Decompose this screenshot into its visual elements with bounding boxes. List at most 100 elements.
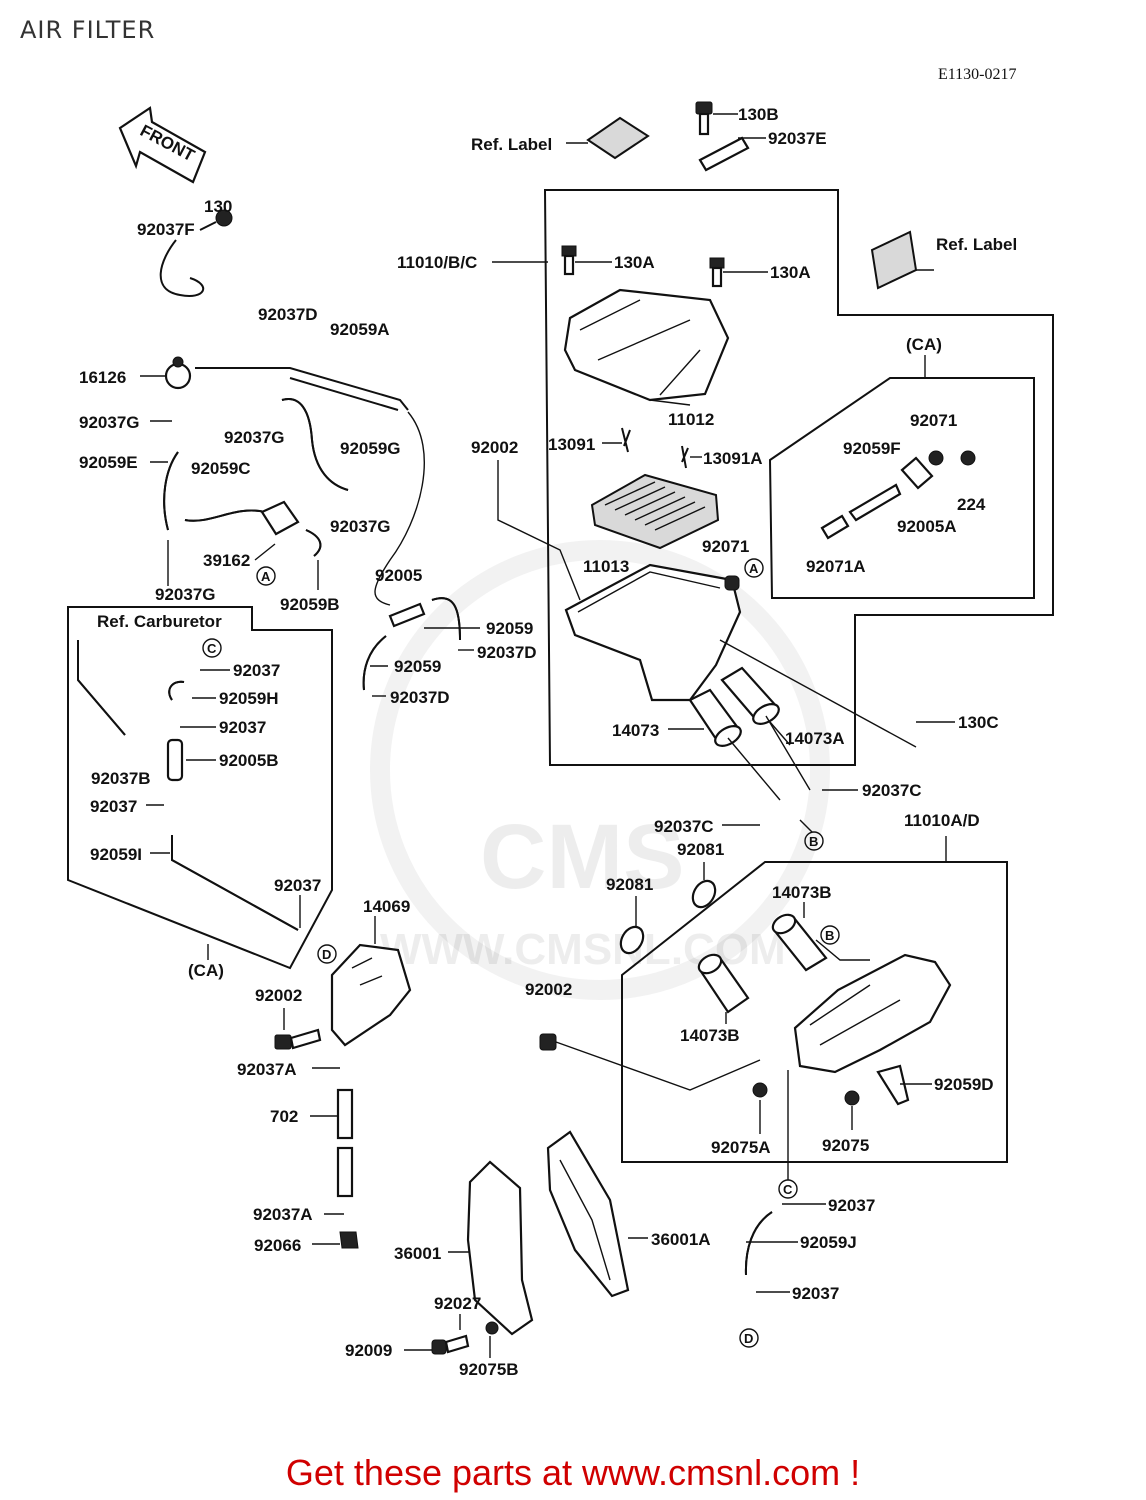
cover-11012-icon <box>561 245 730 402</box>
label-92037-6: 92037 <box>792 1284 839 1303</box>
label-92027: 92027 <box>434 1294 481 1313</box>
hose-92059g-icon <box>281 398 349 491</box>
duct-14073b-upper-icon <box>771 913 828 972</box>
callout-c-2: C <box>778 1179 798 1199</box>
label-92066: 92066 <box>254 1236 301 1255</box>
bolt-130-icon <box>199 209 233 231</box>
callout-b-2: B <box>820 925 840 945</box>
fitting-92059d-icon <box>876 1064 910 1106</box>
label-130b: 130B <box>738 105 779 124</box>
clip-13091-icon <box>621 427 631 453</box>
label-13091a: 13091A <box>703 449 763 468</box>
label-92005b: 92005B <box>219 751 279 770</box>
ref-label-sticker-top <box>586 116 650 160</box>
label-92075a: 92075A <box>711 1138 771 1157</box>
clip-13091a-icon <box>681 445 689 469</box>
page-title: AIR FILTER <box>20 16 156 44</box>
bolt-130b-icon <box>695 101 713 136</box>
label-13091: 13091 <box>548 435 595 454</box>
label-14069: 14069 <box>363 897 410 916</box>
cover-36001a-icon <box>546 1130 630 1298</box>
svg-text:A: A <box>749 561 759 576</box>
label-14073b-1: 14073B <box>772 883 832 902</box>
label-92037-1: 92037 <box>233 661 280 680</box>
label-92037d-2: 92037D <box>477 643 537 662</box>
fitting-92005a-icon <box>820 450 976 540</box>
label-224: 224 <box>957 495 986 514</box>
ca-label-right: (CA) <box>906 335 942 354</box>
label-14073: 14073 <box>612 721 659 740</box>
part-labels: 130B 92037E Ref. Label Ref. Label 130 92… <box>79 105 1017 1379</box>
duct-14073a-icon <box>720 666 780 725</box>
label-ref-label-top: Ref. Label <box>471 135 552 154</box>
label-92002-left: 92002 <box>255 986 302 1005</box>
carburetor-box <box>67 606 333 970</box>
hose-92059a-icon <box>195 367 409 411</box>
label-92037c-2: 92037C <box>654 817 714 836</box>
ca-right-box <box>768 377 1035 599</box>
valve-16126-icon <box>164 356 192 390</box>
duct-14073-icon <box>688 688 742 747</box>
lower-housing-box <box>621 861 1008 1163</box>
label-92037f: 92037F <box>137 220 195 239</box>
label-92071-top: 92071 <box>910 411 957 430</box>
label-130: 130 <box>204 197 232 216</box>
label-92071-mid: 92071 <box>702 537 749 556</box>
label-130c: 130C <box>958 713 999 732</box>
front-arrow: FRONT <box>118 106 207 184</box>
label-92037e: 92037E <box>768 129 827 148</box>
label-92059a: 92059A <box>330 320 390 339</box>
label-92059b: 92059B <box>280 595 340 614</box>
label-92009: 92009 <box>345 1341 392 1360</box>
callout-a-2: A <box>744 558 764 578</box>
label-92059d: 92059D <box>934 1075 994 1094</box>
label-92059i: 92059I <box>90 845 142 864</box>
ring-92081-upper-icon <box>691 879 717 909</box>
label-36001: 36001 <box>394 1244 441 1263</box>
label-92081-1: 92081 <box>677 840 724 859</box>
svg-text:C: C <box>207 641 217 656</box>
label-92037g-2: 92037G <box>224 428 285 447</box>
ref-label-sticker-right <box>870 230 918 290</box>
bolt-92002-right-icon <box>539 1033 557 1051</box>
label-36001a: 36001A <box>651 1230 711 1249</box>
svg-text:B: B <box>809 834 818 849</box>
filter-39162-icon <box>260 500 300 536</box>
callout-b-1: B <box>804 831 824 851</box>
duct-14073b-lower-icon <box>697 953 750 1014</box>
label-92059-1: 92059 <box>486 619 533 638</box>
tube-702-lower-icon <box>336 1146 354 1198</box>
filter-element-11013-icon <box>590 473 720 550</box>
label-130a-2: 130A <box>770 263 811 282</box>
ring-92081-lower-icon <box>619 925 645 955</box>
tee-92005-icon <box>388 602 426 628</box>
diagram-code: E1130-0217 <box>938 66 1017 83</box>
label-14073b-2: 14073B <box>680 1026 740 1045</box>
label-92037a-1: 92037A <box>237 1060 297 1079</box>
leader-lines <box>140 113 955 1358</box>
label-16126: 16126 <box>79 368 126 387</box>
upper-housing-box <box>543 189 1054 766</box>
svg-text:C: C <box>783 1182 793 1197</box>
label-92002-right: 92002 <box>525 980 572 999</box>
nut-92075a-icon <box>752 1082 768 1098</box>
footer-promo-link[interactable]: Get these parts at www.cmsnl.com ! <box>285 1452 861 1493</box>
label-11013: 11013 <box>583 557 629 576</box>
label-130a-1: 130A <box>614 253 655 272</box>
cap-92066-icon <box>339 1231 359 1249</box>
label-92037-3: 92037 <box>90 797 137 816</box>
svg-text:D: D <box>744 1331 753 1346</box>
label-92005a: 92005A <box>897 517 957 536</box>
label-ref-label-right: Ref. Label <box>936 235 1017 254</box>
label-92037d-top: 92037D <box>258 305 318 324</box>
tube-702-upper-icon <box>336 1088 354 1140</box>
clip-92037f-icon <box>159 239 205 297</box>
label-92075: 92075 <box>822 1136 869 1155</box>
callout-d-2: D <box>739 1328 759 1348</box>
cover-36001-icon <box>466 1160 534 1336</box>
callout-c-1: C <box>202 638 222 658</box>
label-92037g-3: 92037G <box>330 517 391 536</box>
label-702: 702 <box>270 1107 298 1126</box>
label-92037g-1: 92037G <box>79 413 140 432</box>
label-92002-top: 92002 <box>471 438 518 457</box>
